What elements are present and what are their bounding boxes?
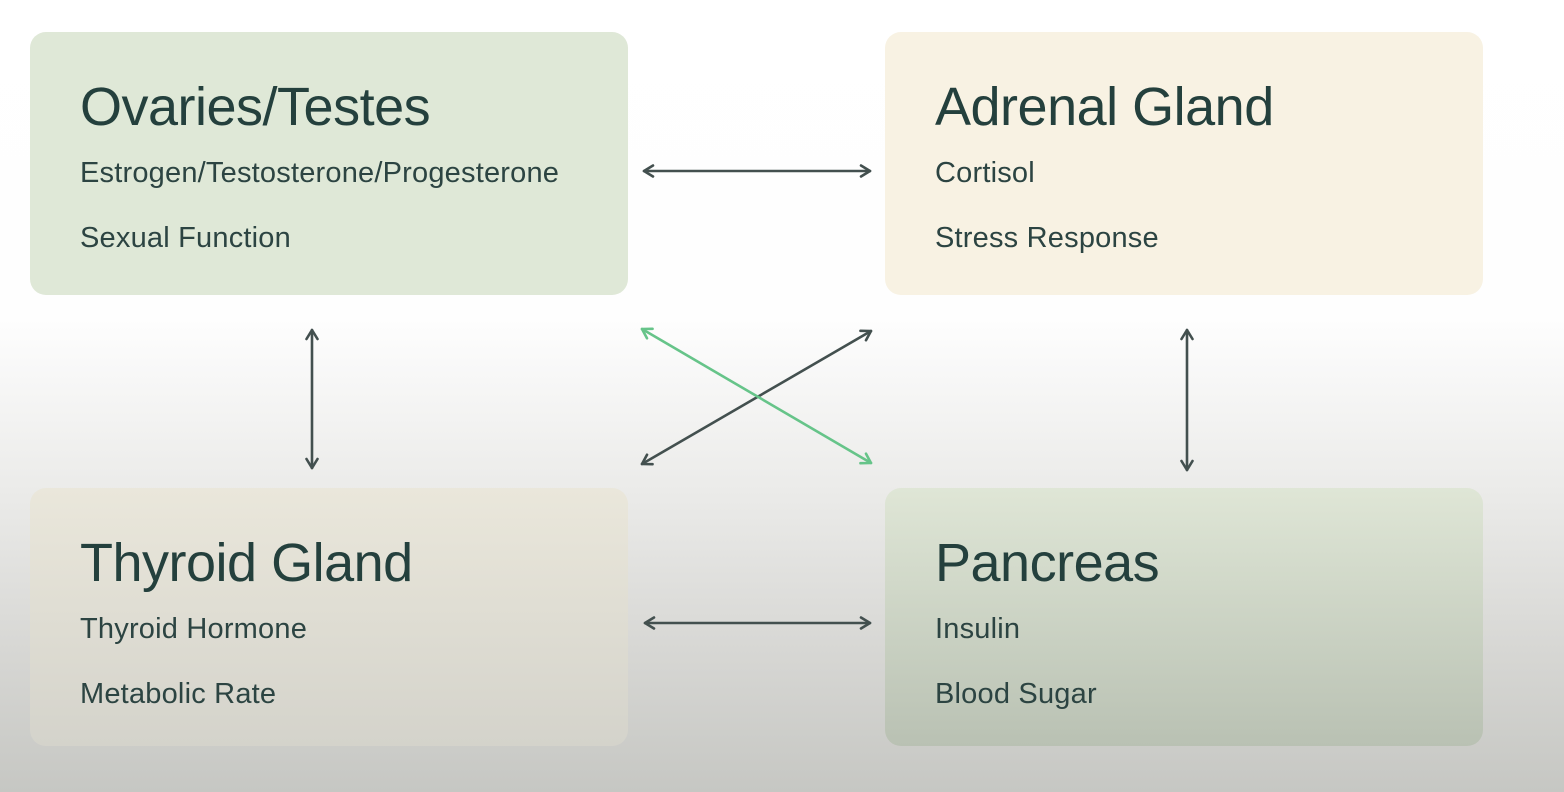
node-adrenal-gland-function: Stress Response: [935, 222, 1159, 254]
node-ovaries-testes: Ovaries/Testes Estrogen/Testosterone/Pro…: [30, 32, 628, 295]
node-thyroid-gland-function: Metabolic Rate: [80, 678, 277, 710]
node-thyroid-gland: Thyroid Gland Thyroid Hormone Metabolic …: [30, 488, 628, 746]
node-pancreas-function: Blood Sugar: [935, 678, 1097, 710]
node-adrenal-gland-hormone: Cortisol: [935, 157, 1035, 189]
arrow-thyroid-adrenal: [640, 329, 873, 466]
node-adrenal-gland-title: Adrenal Gland: [935, 77, 1274, 137]
node-pancreas-title: Pancreas: [935, 533, 1160, 593]
node-ovaries-testes-title: Ovaries/Testes: [80, 77, 431, 137]
node-thyroid-gland-hormone: Thyroid Hormone: [80, 613, 308, 645]
node-ovaries-testes-function: Sexual Function: [80, 222, 291, 254]
node-adrenal-gland: Adrenal Gland Cortisol Stress Response: [885, 32, 1483, 295]
node-ovaries-testes-hormones: Estrogen/Testosterone/Progesterone: [80, 157, 560, 189]
node-thyroid-gland-title: Thyroid Gland: [80, 533, 413, 593]
arrow-ovaries-pancreas: [640, 327, 873, 465]
node-pancreas-hormone: Insulin: [935, 613, 1021, 645]
node-pancreas: Pancreas Insulin Blood Sugar: [885, 488, 1483, 746]
